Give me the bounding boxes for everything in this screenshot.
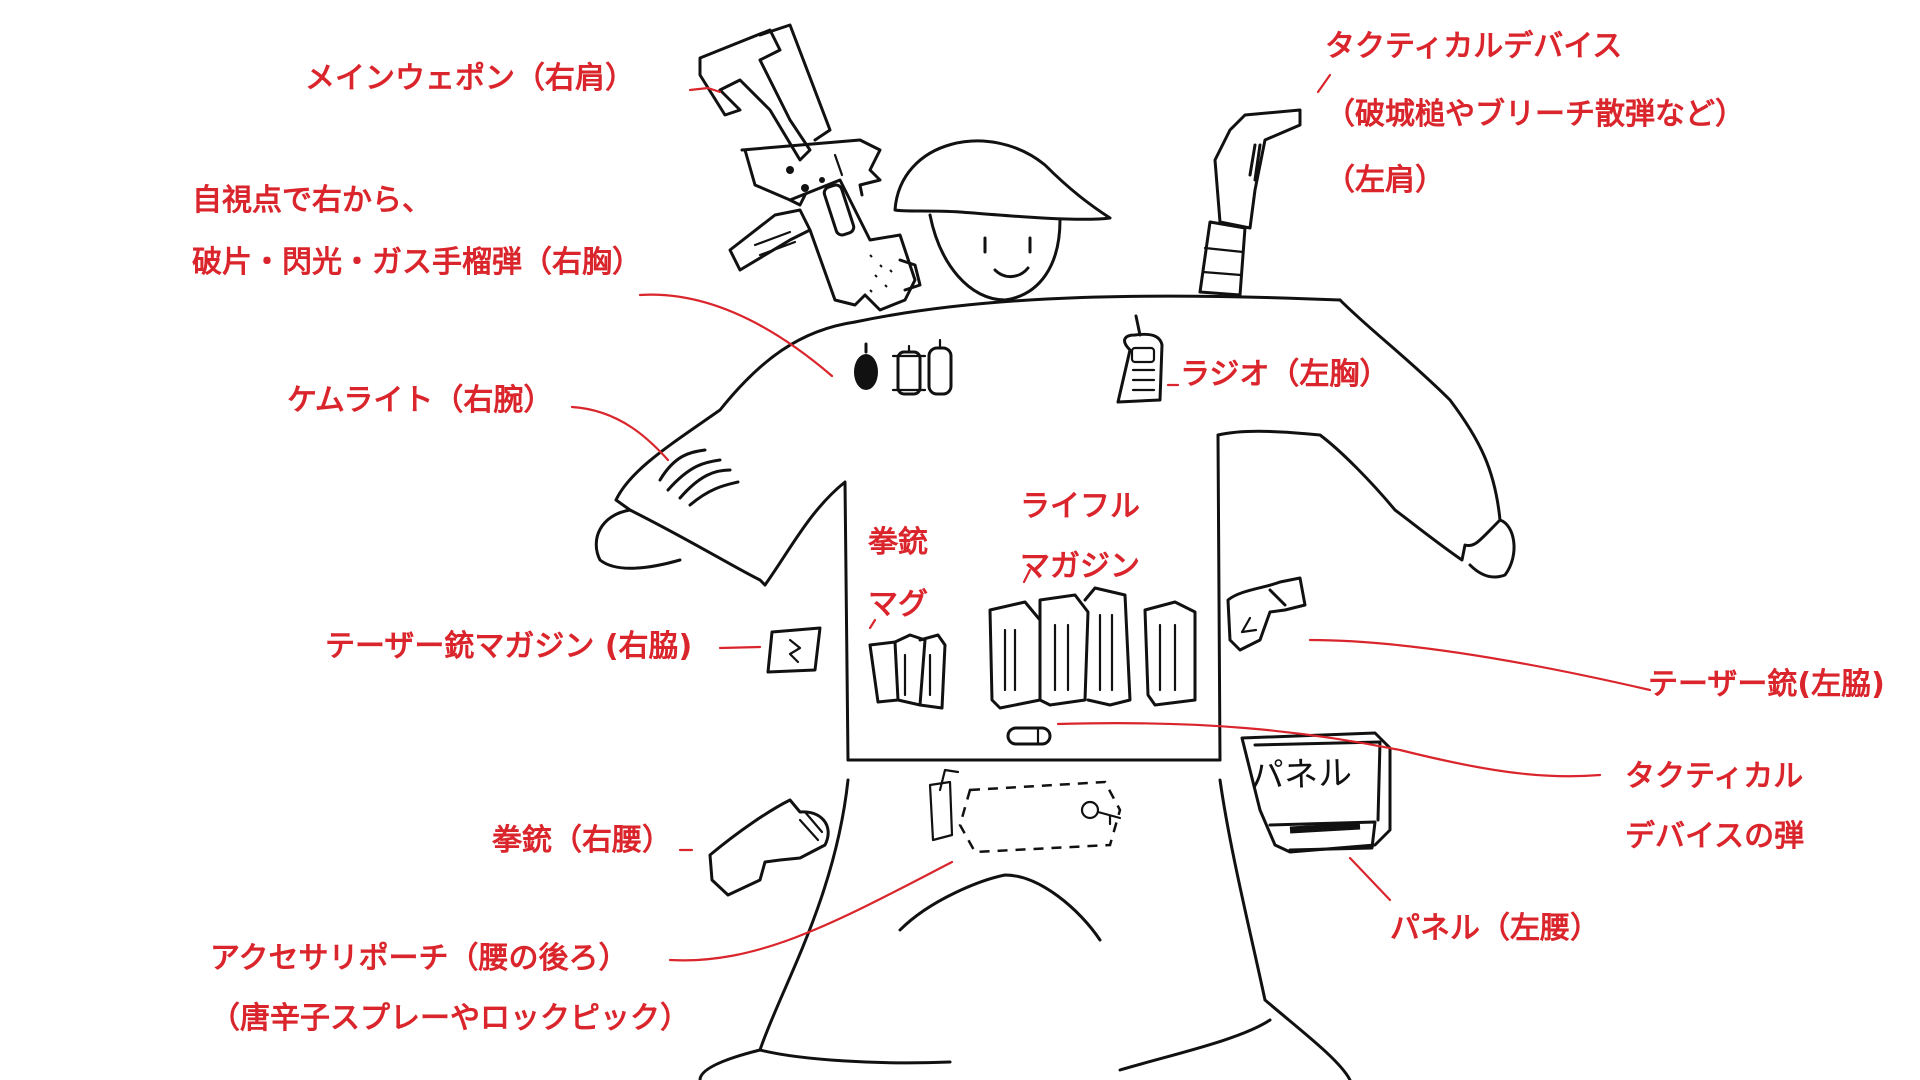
rifle-magazine-label-line1: ライフル [1020,489,1140,524]
accessory-pouch-label-line2: （唐辛子スプレーやロックピック） [210,1001,690,1036]
taser-magazine-icon [766,626,822,674]
tactical-ammo-icon [1006,726,1052,746]
tactical-ammo-label-line2: デバイスの弾 [1625,819,1805,854]
head-icon [893,139,1112,302]
rifle-magazine-label-line2: マガジン [1020,549,1140,584]
grenades-icon [854,338,953,396]
pistol-magazine-label-line1: 拳銃 [868,525,928,560]
grenades-label-line1: 自視点で右から、 [192,183,432,218]
tactical-device-label-line3: （左肩） [1325,163,1445,198]
panel-label: パネル（左腰） [1390,911,1600,946]
main-weapon-label: メインウェポン（右肩） [305,61,635,96]
tactical-device-icon [1198,108,1302,297]
accessory-pouch-label-line1: アクセサリポーチ（腰の後ろ） [210,941,629,976]
taser-icon [1226,576,1307,652]
rifle-magazines-icon [988,586,1197,710]
leader-lines [570,73,1652,962]
grenades-label-line2: 破片・閃光・ガス手榴弾（右胸） [192,245,642,280]
tactical-device-label-line2: （破城槌やブリーチ散弾など） [1325,97,1745,132]
tactical-ammo-label-line1: タクティカル [1625,759,1804,794]
pistol-magazines-icon [868,633,947,710]
pistol-magazine-label-line2: マグ [868,587,928,622]
legs-outline [698,778,1352,1080]
panel-handwritten-text: パネル [1249,753,1353,797]
panel-icon [1240,731,1392,854]
camlight-label: ケムライト（右腕） [287,383,554,418]
rifle-icon [698,23,922,312]
camlight-icon [658,448,740,507]
taser-magazine-label: テーザー銃マガジン (右脇) [325,629,693,664]
radio-label: ラジオ（左胸） [1180,357,1390,392]
radio-icon [1116,314,1164,404]
taser-label: テーザー銃(左脇) [1648,667,1885,702]
tactical-device-label-line1: タクティカルデバイス [1325,29,1623,64]
pistol-label: 拳銃（右腰） [492,823,672,858]
torso-outline [594,294,1516,762]
pistol-icon [708,798,830,897]
accessory-pouch-icon [928,768,1122,854]
